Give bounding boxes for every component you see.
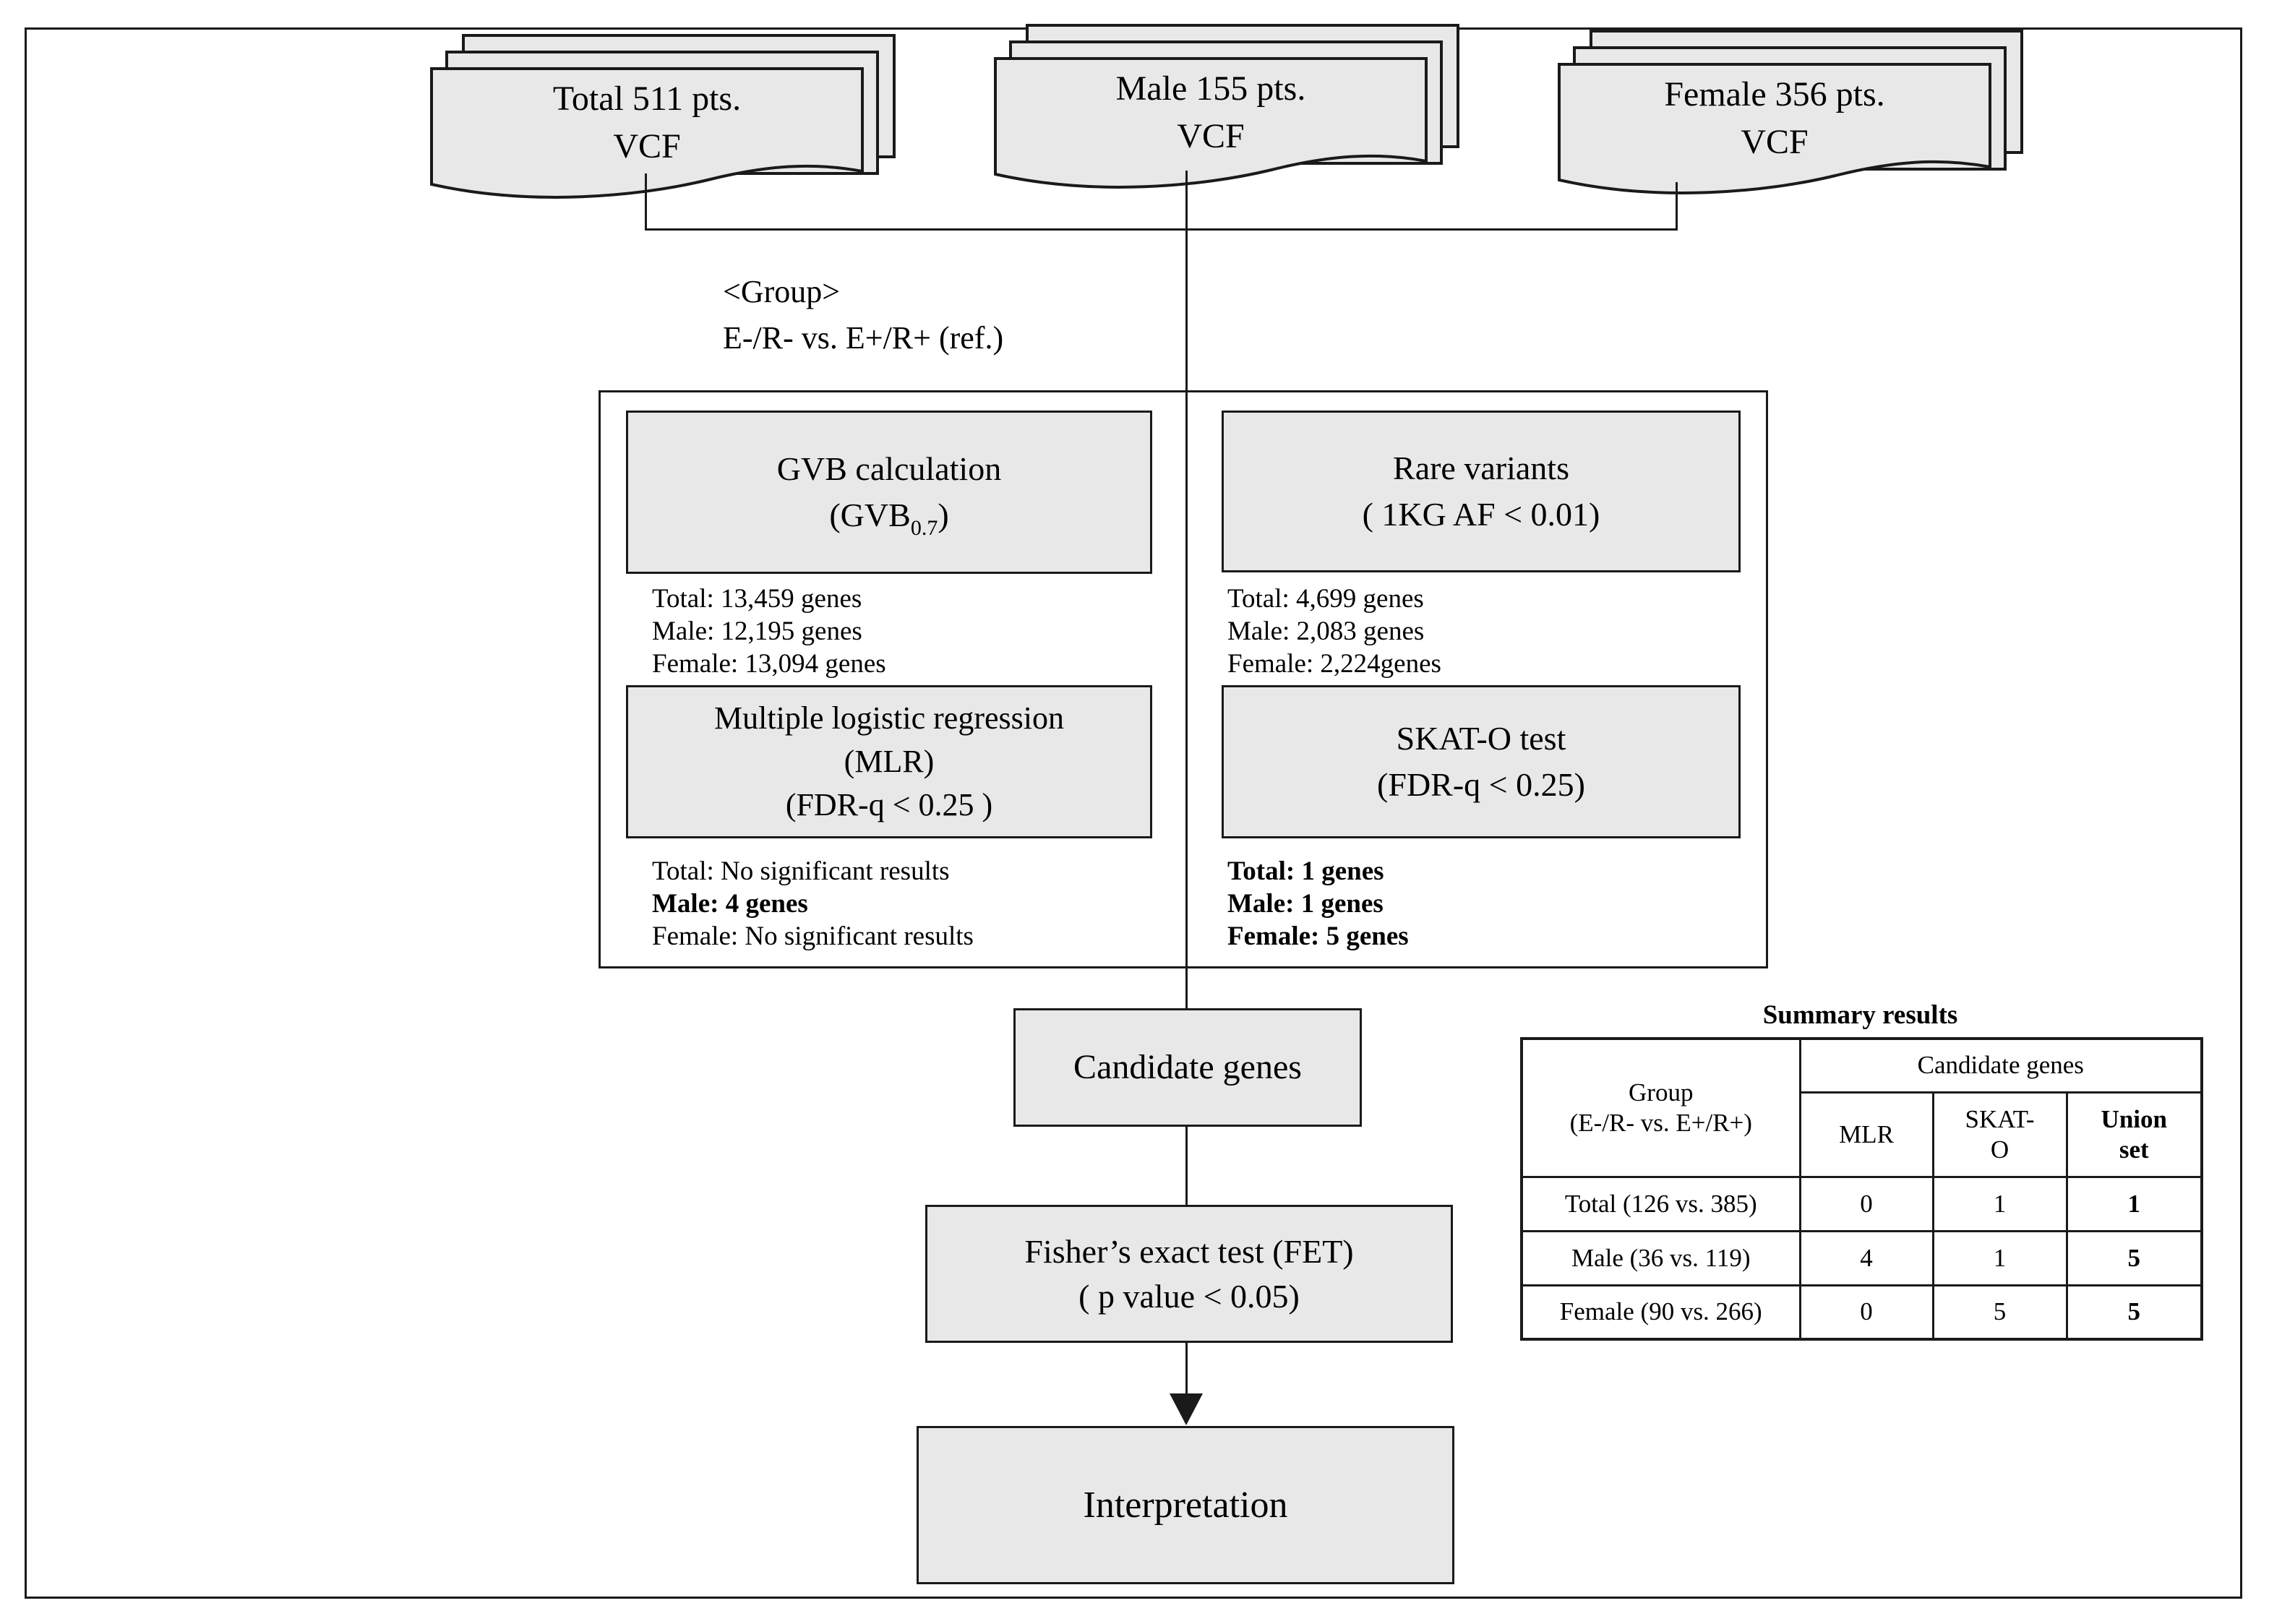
vcf-stack-female: Female 356 pts. VCF [1557,29,2025,210]
stack-label-line1: Female 356 pts. [1664,75,1885,113]
result-line: Female: 5 genes [1227,921,1409,951]
candidate-genes-header-cell: Candidate genes [1798,1037,2203,1094]
vcf-stack-female-label: Female 356 pts. VCF [1559,64,1990,173]
gvb-line2-post: ) [938,497,949,533]
stack-label-line2: VCF [1741,123,1809,161]
multi-document-shape [994,24,1459,189]
table-header-row-top: Group (E-/R- vs. E+/R+) Candidate genes [1520,1037,2203,1178]
stack-label-line2: VCF [1177,117,1245,155]
document-front-page [1558,63,1991,194]
skato-test-box: SKAT-O test (FDR-q < 0.25) [1222,685,1741,838]
gene-count-line: Total: 13,459 genes [652,584,862,614]
mlr-box: Multiple logistic regression (MLR) (FDR-… [626,685,1152,838]
interpretation-box: Interpretation [917,1426,1454,1584]
fisher-box-line1: Fisher’s exact test (FET) [1024,1232,1354,1270]
mlr-box-line1: Multiple logistic regression [714,700,1064,736]
stack-label-line1: Total 511 pts. [552,80,742,118]
result-line: Total: No significant results [652,856,950,886]
multi-document-shape [430,34,896,199]
group-cell: Total (126 vs. 385) [1520,1175,1801,1232]
fisher-exact-test-box: Fisher’s exact test (FET) ( p value < 0.… [925,1205,1453,1343]
skato-results: Total: 1 genes Male: 1 genes Female: 5 g… [1227,855,1409,953]
arrowhead-down-icon [1170,1393,1203,1425]
table-row: Total (126 vs. 385) 0 1 1 [1520,1175,2203,1232]
connector-spine-top [1185,171,1188,1008]
vcf-stack-male-label: Male 155 pts. VCF [995,59,1426,167]
mlr-results: Total: No significant results Male: 4 ge… [652,855,974,953]
group-label-line1: <Group> [723,274,841,309]
skato-cell: 1 [1931,1175,2068,1232]
vcf-stack-total-label: Total 511 pts. VCF [432,69,862,177]
gene-count-line: Female: 2,224genes [1227,649,1441,679]
skato-column-header: SKAT- O [1931,1091,2068,1178]
gene-count-line: Total: 4,699 genes [1227,584,1424,614]
table-header-row-columns: MLR SKAT- O Union set [1522,1091,2203,1178]
analysis-container-box [599,390,1768,968]
gene-count-line: Male: 2,083 genes [1227,616,1425,646]
skato-cell: 5 [1931,1284,2068,1341]
skato-cell: 1 [1931,1229,2068,1286]
vcf-stack-male: Male 155 pts. VCF [993,23,1462,204]
union-cell: 5 [2065,1284,2203,1341]
gvb-box-line1: GVB calculation [776,450,1002,487]
gvb-line2-subscript: 0.7 [910,516,938,540]
mlr-box-line3: (FDR-q < 0.25 ) [785,787,993,822]
mlr-cell: 0 [1798,1284,1934,1341]
mlr-column-header: MLR [1798,1091,1934,1178]
rare-box-line1: Rare variants [1393,450,1569,486]
union-header-line2: set [2119,1135,2149,1164]
gvb-calculation-box: GVB calculation (GVB0.7) [626,411,1152,574]
skato-header-line1: SKAT- [1965,1104,2035,1133]
rare-box-line2: ( 1KG AF < 0.01) [1362,496,1600,533]
group-header-cell: Group (E-/R- vs. E+/R+) [1520,1037,1801,1178]
gene-count-line: Female: 13,094 genes [652,649,886,679]
result-line: Female: No significant results [652,921,974,951]
union-column-header: Union set [2065,1091,2203,1178]
group-cell: Female (90 vs. 266) [1520,1284,1801,1341]
document-front-page [430,67,864,199]
connector-horizontal-join [645,228,1678,231]
group-header-line2: (E-/R- vs. E+/R+) [1569,1108,1752,1137]
group-header-line1: Group [1629,1078,1694,1107]
fisher-box-line2: ( p value < 0.05) [1078,1277,1300,1315]
table-row: Male (36 vs. 119) 4 1 5 [1520,1229,2203,1286]
connector-stub-female [1676,182,1678,231]
gvb-line2-pre: (GVB [829,497,911,533]
rare-gene-counts: Total: 4,699 genes Male: 2,083 genes Fem… [1227,583,1441,680]
document-front-page [994,57,1428,189]
result-line: Total: 1 genes [1227,856,1384,886]
multi-document-shape [1558,30,2023,194]
mlr-box-line2: (MLR) [844,744,935,779]
stack-label-line1: Male 155 pts. [1115,69,1306,108]
skato-box-line1: SKAT-O test [1396,720,1566,757]
gene-count-line: Male: 12,195 genes [652,616,862,646]
group-label-line2: E-/R- vs. E+/R+ (ref.) [723,320,1004,356]
result-line: Male: 1 genes [1227,889,1384,919]
connector-stub-total [645,173,647,231]
mlr-cell: 0 [1798,1175,1934,1232]
union-cell: 5 [2065,1229,2203,1286]
table-row: Female (90 vs. 266) 0 5 5 [1520,1284,2203,1341]
result-line: Male: 4 genes [652,889,808,919]
connector-fisher-to-interpretation [1185,1339,1188,1400]
stack-label-line2: VCF [613,127,681,166]
skato-header-line2: O [1990,1135,2009,1164]
connector-candidate-to-fisher [1185,1122,1188,1205]
group-comparison-label: <Group> E-/R- vs. E+/R+ (ref.) [723,269,1003,361]
union-header-line1: Union [2101,1104,2167,1133]
summary-title: Summary results [1762,1000,1958,1030]
vcf-stack-total: Total 511 pts. VCF [429,33,898,214]
union-cell: 1 [2065,1175,2203,1232]
summary-table: Group (E-/R- vs. E+/R+) Candidate genes … [1520,1037,2204,1341]
rare-variants-box: Rare variants ( 1KG AF < 0.01) [1222,411,1741,572]
gvb-gene-counts: Total: 13,459 genes Male: 12,195 genes F… [652,583,886,680]
gvb-box-line2: (GVB0.7) [829,492,949,540]
mlr-cell: 4 [1798,1229,1934,1286]
skato-box-line2: (FDR-q < 0.25) [1377,766,1585,803]
candidate-genes-box: Candidate genes [1013,1008,1362,1127]
group-cell: Male (36 vs. 119) [1520,1229,1801,1286]
